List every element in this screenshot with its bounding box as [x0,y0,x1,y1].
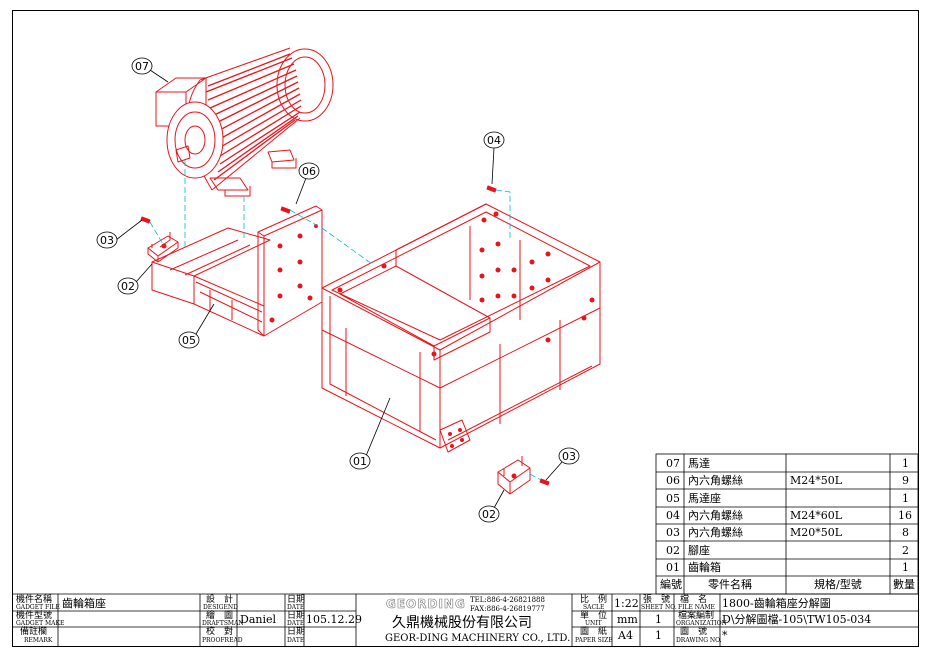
gearbox-part [321,203,601,453]
screw-part-left [140,216,151,224]
screw-part-04 [486,185,497,193]
date-en: DATE [287,637,305,644]
part-name: 馬達座 [688,492,721,505]
part-qty: 9 [902,474,909,487]
file-label: 檔 名 [680,595,708,605]
date-label: 日期 [287,611,306,621]
company-tel: TEL:886-4-26821888 [470,596,545,604]
gadget-make-en: GADGET MAKE [16,620,65,627]
sheet-value: 1 [655,613,662,626]
part-name: 內六角螺絲 [688,509,743,522]
org-value: D\分解圖檔-105\TW105-034 [722,613,872,626]
part-qty: 16 [898,509,912,522]
part-no: 03 [666,526,680,539]
scale-en: SACLE [583,604,605,611]
motor-base-part [151,205,323,337]
balloon-01: 01 [353,455,367,468]
part-no: 07 [666,457,680,470]
drawing-label: 圖 號 [680,627,708,637]
part-no: 01 [666,561,680,574]
balloon-06: 06 [302,165,316,178]
date-value: 105.12.29 [306,613,362,626]
file-value: 1800-齒輪箱座分解圖 [722,597,831,610]
paper-label: 圖 紙 [580,627,608,637]
part-spec: M24*60L [790,509,843,522]
part-name: 內六角螺絲 [688,474,743,487]
sheet-label: 張 號 [643,595,671,605]
date-label: 日期 [287,627,306,637]
part-no: 04 [666,509,680,522]
design-label: 設 計 [206,595,234,605]
part-no: 05 [666,492,680,505]
company-name-en: GEOR-DING MACHINERY CO., LTD. [385,633,571,644]
company-fax: FAX:886-4-26819777 [470,605,545,613]
drafts-label: 繪 圖 [206,611,234,621]
drawing-value: * [722,629,728,642]
scale-value: 1:22 [614,597,639,610]
paper-value: A4 [618,629,633,642]
unit-value: mm [617,613,638,626]
balloon-03a: 03 [100,234,114,247]
balloon-02a: 02 [121,280,135,293]
balloon-07: 07 [135,60,149,73]
bom-header-no: 編號 [660,578,682,591]
paper-en: PAPER SIZE [575,637,613,644]
part-no: 06 [666,474,680,487]
file-en: FILE NAME [678,604,715,611]
part-name: 齒輪箱 [688,561,721,574]
org-label: 檔案編制 [678,611,715,621]
date-en: DATE [287,604,305,611]
part-name: 馬達 [688,457,710,470]
gadget-file-label: 機件名稱 [16,595,53,605]
foot-part-left [147,232,179,263]
balloon-04: 04 [487,134,501,147]
bom-header-name: 零件名稱 [708,578,752,591]
design-en: DESIGEND [203,604,238,611]
balloon-02b: 02 [482,508,496,521]
scale-label: 比 例 [580,595,608,605]
part-no: 02 [666,544,680,557]
part-qty: 2 [902,544,909,557]
drafts-en: DRAFTSMAN [202,620,244,627]
bom-header-qty: 數量 [893,578,915,591]
part-spec: M20*50L [790,526,843,539]
part-name: 腳座 [688,544,710,557]
unit-label: 單 位 [580,611,608,621]
org-en: ORGANIZATION [676,620,727,627]
company-logo: GEORDING [386,597,466,612]
balloon-03b: 03 [562,450,576,463]
sheet-en: SHEET NO. [641,604,677,611]
part-qty: 1 [902,492,909,505]
sheet2-value: 1 [655,629,662,642]
drafts-value: Daniel [240,613,277,626]
proof-en: PROOFREAD [202,637,243,644]
date-label: 日期 [287,595,306,605]
screw-part-right [539,478,550,486]
remark-en: REMARK [24,637,53,644]
unit-en: UNIT [585,620,602,627]
motor-part [155,47,334,197]
part-qty: 1 [902,457,909,470]
gadget-make-label: 機件型號 [16,611,53,621]
part-qty: 8 [902,526,909,539]
foot-part-right [497,456,531,495]
date-en: DATE [287,620,305,627]
part-qty: 1 [902,561,909,574]
company-name-zh: 久鼎機械股份有限公司 [392,615,532,631]
part-name: 內六角螺絲 [688,526,743,539]
title-block-grid [12,593,918,646]
bom-header-spec: 規格/型號 [814,578,862,591]
balloon-05: 05 [182,334,196,347]
proof-label: 校 對 [206,627,234,637]
remark-label: 備註欄 [20,627,48,637]
drawing-en: DRAWING NO. [676,637,722,644]
part-spec: M24*50L [790,474,843,487]
screw-part-06 [280,206,291,214]
gadget-file-value: 齒輪箱座 [62,597,106,610]
gadget-file-en: GADGET FILE [16,604,60,611]
drawing-frame [12,10,919,647]
